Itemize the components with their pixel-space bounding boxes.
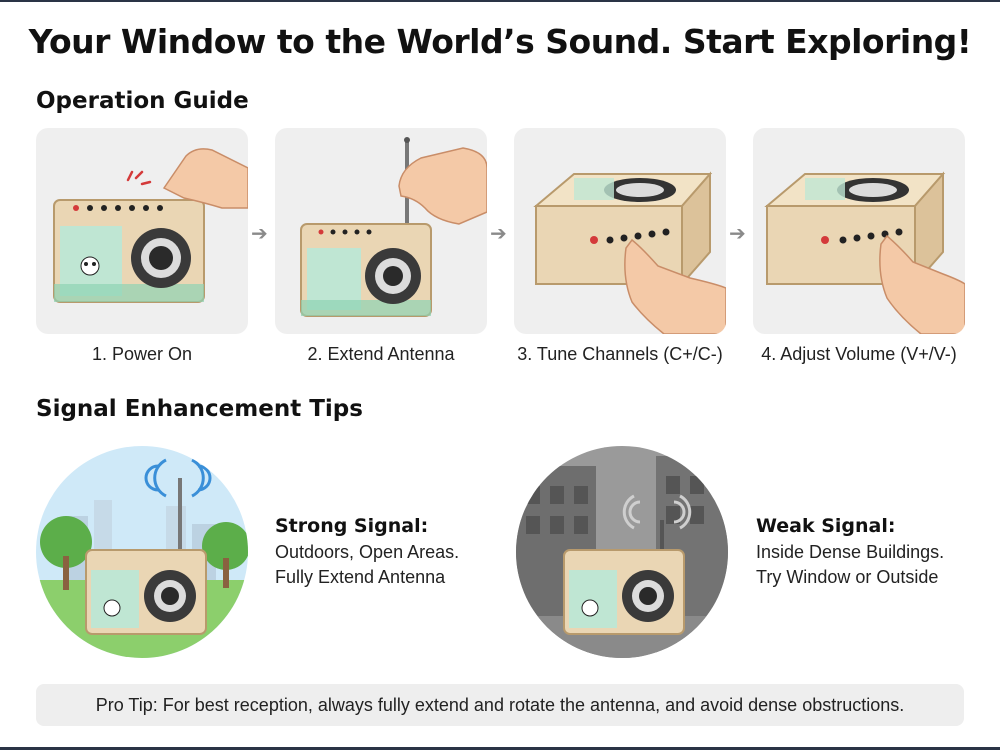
pro-tip-banner: Pro Tip: For best reception, always full… xyxy=(36,684,964,726)
strong-signal-line-2: Fully Extend Antenna xyxy=(275,567,446,587)
step-extend-antenna: 2. Extend Antenna xyxy=(275,128,487,365)
adjust-volume-illustration xyxy=(753,128,965,334)
extend-antenna-illustration xyxy=(275,128,487,334)
strong-signal-line-1: Outdoors, Open Areas. xyxy=(275,542,460,562)
step-power-on: 1. Power On xyxy=(36,128,248,365)
arrow-right-icon: ➔ xyxy=(729,223,746,245)
signal-tips-heading: Signal Enhancement Tips xyxy=(36,396,363,422)
strong-signal-tip: Strong Signal: Outdoors, Open Areas. Ful… xyxy=(275,514,459,590)
page-title: Your Window to the World’s Sound. Start … xyxy=(28,22,972,61)
strong-signal-illustration xyxy=(36,446,248,658)
weak-signal-illustration xyxy=(516,446,728,658)
weak-signal-line-1: Inside Dense Buildings. xyxy=(756,542,945,562)
weak-signal-title: Weak Signal: xyxy=(756,515,896,537)
step-caption: 3. Tune Channels (C+/C-) xyxy=(517,344,723,364)
arrow-right-icon: ➔ xyxy=(490,223,507,245)
tune-channels-illustration xyxy=(514,128,726,334)
weak-signal-tip: Weak Signal: Inside Dense Buildings. Try… xyxy=(756,514,944,590)
weak-signal-line-2: Try Window or Outside xyxy=(756,567,939,587)
arrow-right-icon: ➔ xyxy=(251,223,268,245)
power-on-illustration xyxy=(36,128,248,334)
step-tune-channels: 3. Tune Channels (C+/C-) xyxy=(514,128,726,365)
step-caption: 1. Power On xyxy=(91,344,193,364)
operation-guide-heading: Operation Guide xyxy=(36,88,249,114)
strong-signal-title: Strong Signal: xyxy=(275,515,429,537)
step-caption: 2. Extend Antenna xyxy=(307,344,455,364)
step-adjust-volume: 4. Adjust Volume (V+/V-) xyxy=(753,128,965,365)
step-caption: 4. Adjust Volume (V+/V-) xyxy=(761,344,957,364)
